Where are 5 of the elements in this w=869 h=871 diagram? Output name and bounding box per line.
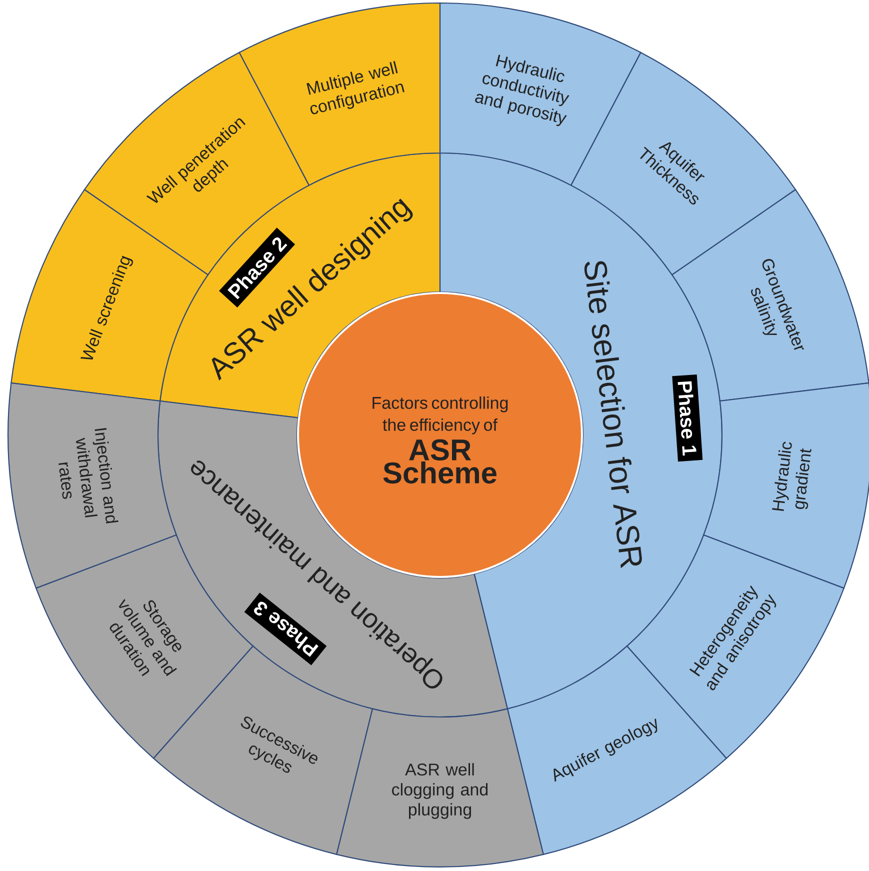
ring-segment: ASR well clogging and plugging <box>336 708 544 868</box>
node-label: Hydraulic gradient <box>772 442 812 512</box>
ring-segment: Injection and withdrawal rates <box>7 382 177 589</box>
node-label: ASR well clogging and plugging <box>392 763 488 819</box>
phase-label: Phase 1 <box>672 374 703 462</box>
